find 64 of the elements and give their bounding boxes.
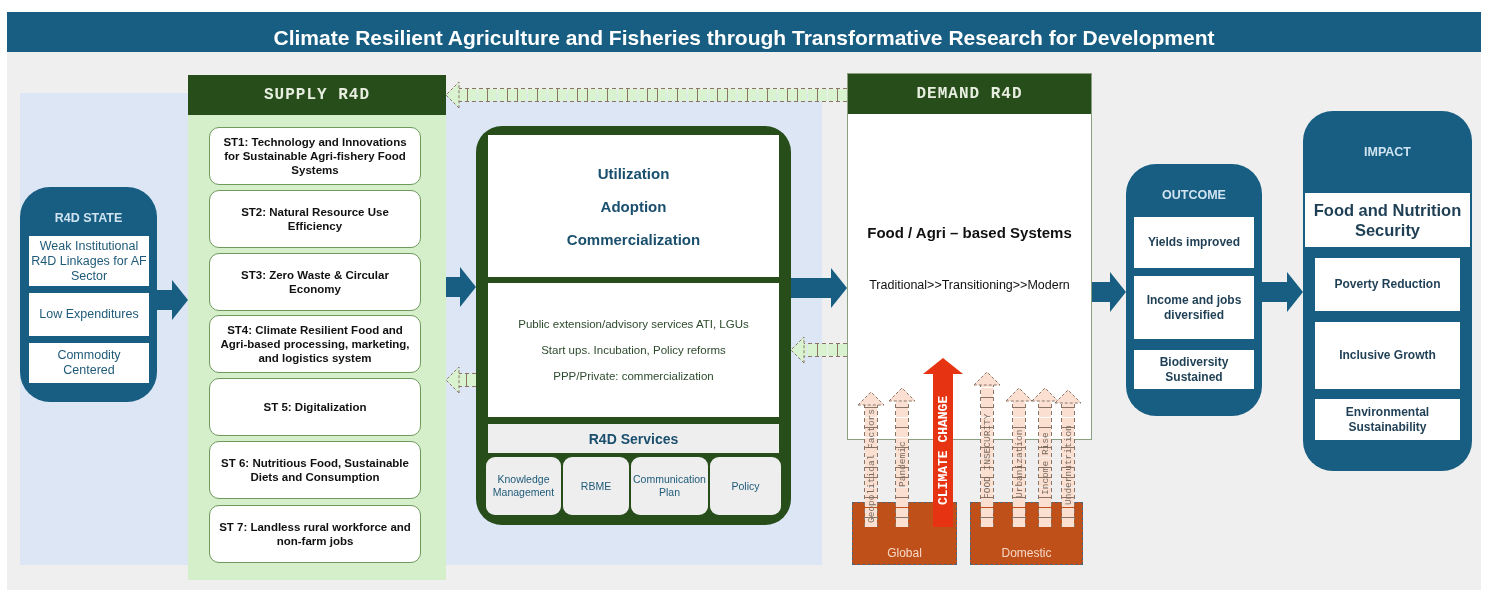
service-card: Communication Plan [631, 457, 708, 515]
service-card: Policy [710, 457, 781, 515]
result-card: Yields improved [1134, 217, 1254, 268]
panel-heading: IMPACT [1363, 145, 1412, 159]
block-arrow [790, 336, 847, 364]
result-card: Biodiversity Sustained [1134, 350, 1254, 389]
service-description: Start ups. Incubation, Policy reforms [541, 343, 726, 357]
state-item: Commodity Centered [29, 343, 149, 383]
strategy-card: ST 7: Landless rural workforce and non-farm jobs [209, 505, 421, 563]
service-description: PPP/Private: commercialization [553, 369, 714, 383]
supply-panel [188, 75, 446, 580]
stage-label: Utilization [597, 164, 670, 182]
block-arrow [1005, 387, 1033, 527]
section-header: R4D Services [488, 424, 779, 453]
system-progression: Traditional>>Transitioning>>Modern [868, 278, 1071, 292]
panel-heading: OUTCOME [1161, 188, 1227, 202]
strategy-card: ST2: Natural Resource Use Efficiency [209, 190, 421, 248]
group-panel [476, 126, 791, 525]
service-card: RBME [563, 457, 629, 515]
block-arrow [888, 387, 916, 527]
stage-label: Adoption [600, 197, 667, 215]
block-arrow [973, 371, 1001, 527]
service-card: Knowledge Management [486, 457, 561, 515]
stage-panel [1126, 164, 1262, 416]
block-arrow [1054, 389, 1082, 527]
block-arrow [791, 268, 847, 308]
stage-panel [20, 187, 157, 402]
block-arrow [445, 366, 476, 394]
panel-header: SUPPLY R4D [188, 75, 446, 115]
result-card: Income and jobs diversified [1134, 276, 1254, 339]
block-arrow [446, 267, 476, 307]
edge-label: CLIMATE CHANGE [934, 394, 952, 508]
strategy-card: ST3: Zero Waste & Circular Economy [209, 253, 421, 311]
strategy-card: ST 5: Digitalization [209, 378, 421, 436]
system-heading: Food / Agri – based Systems [866, 224, 1073, 241]
edge-label: Geopolitical Factors [865, 408, 877, 525]
block-arrow [1262, 272, 1303, 312]
panel-heading: R4D STATE [53, 211, 124, 225]
block-arrow [1092, 272, 1126, 312]
block-arrow [1031, 387, 1059, 527]
state-item: Weak Institutional R4D Linkages for AF Sector [29, 236, 149, 286]
block-arrow [857, 391, 885, 527]
strategy-card: ST1: Technology and Innovations for Sustainable Agri-fishery Food Systems [209, 127, 421, 185]
service-description: Public extension/advisory services ATI, LGUs [518, 317, 749, 331]
stage-panel [1303, 111, 1472, 471]
edge-label: FOOD INSECURITY [981, 412, 993, 501]
result-card: Poverty Reduction [1315, 258, 1460, 311]
strategy-card: ST 6: Nutritious Food, Sustainable Diets and Consumption [209, 441, 421, 499]
block-arrow [923, 358, 963, 527]
stages-card [488, 135, 779, 277]
block-arrow [157, 280, 188, 320]
result-card: Environmental Sustainability [1315, 399, 1460, 440]
services-card [488, 283, 779, 417]
title-bar: Climate Resilient Agriculture and Fisheries through Transformative Research for Development [7, 12, 1481, 52]
result-card: Inclusive Growth [1315, 322, 1460, 389]
block-arrow [445, 81, 847, 109]
edge-label: Income Rise [1039, 431, 1051, 498]
main-impact-card: Food and Nutrition Security [1305, 193, 1470, 247]
edge-label: Pandemic [896, 440, 908, 489]
edge-label: Urbanization [1013, 428, 1025, 501]
strategy-card: ST4: Climate Resilient Food and Agri-based processing, marketing, and logistics system [209, 315, 421, 373]
panel-header: DEMAND R4D [848, 74, 1091, 114]
stage-label: Commercialization [566, 230, 701, 248]
state-item: Low Expenditures [29, 293, 149, 336]
